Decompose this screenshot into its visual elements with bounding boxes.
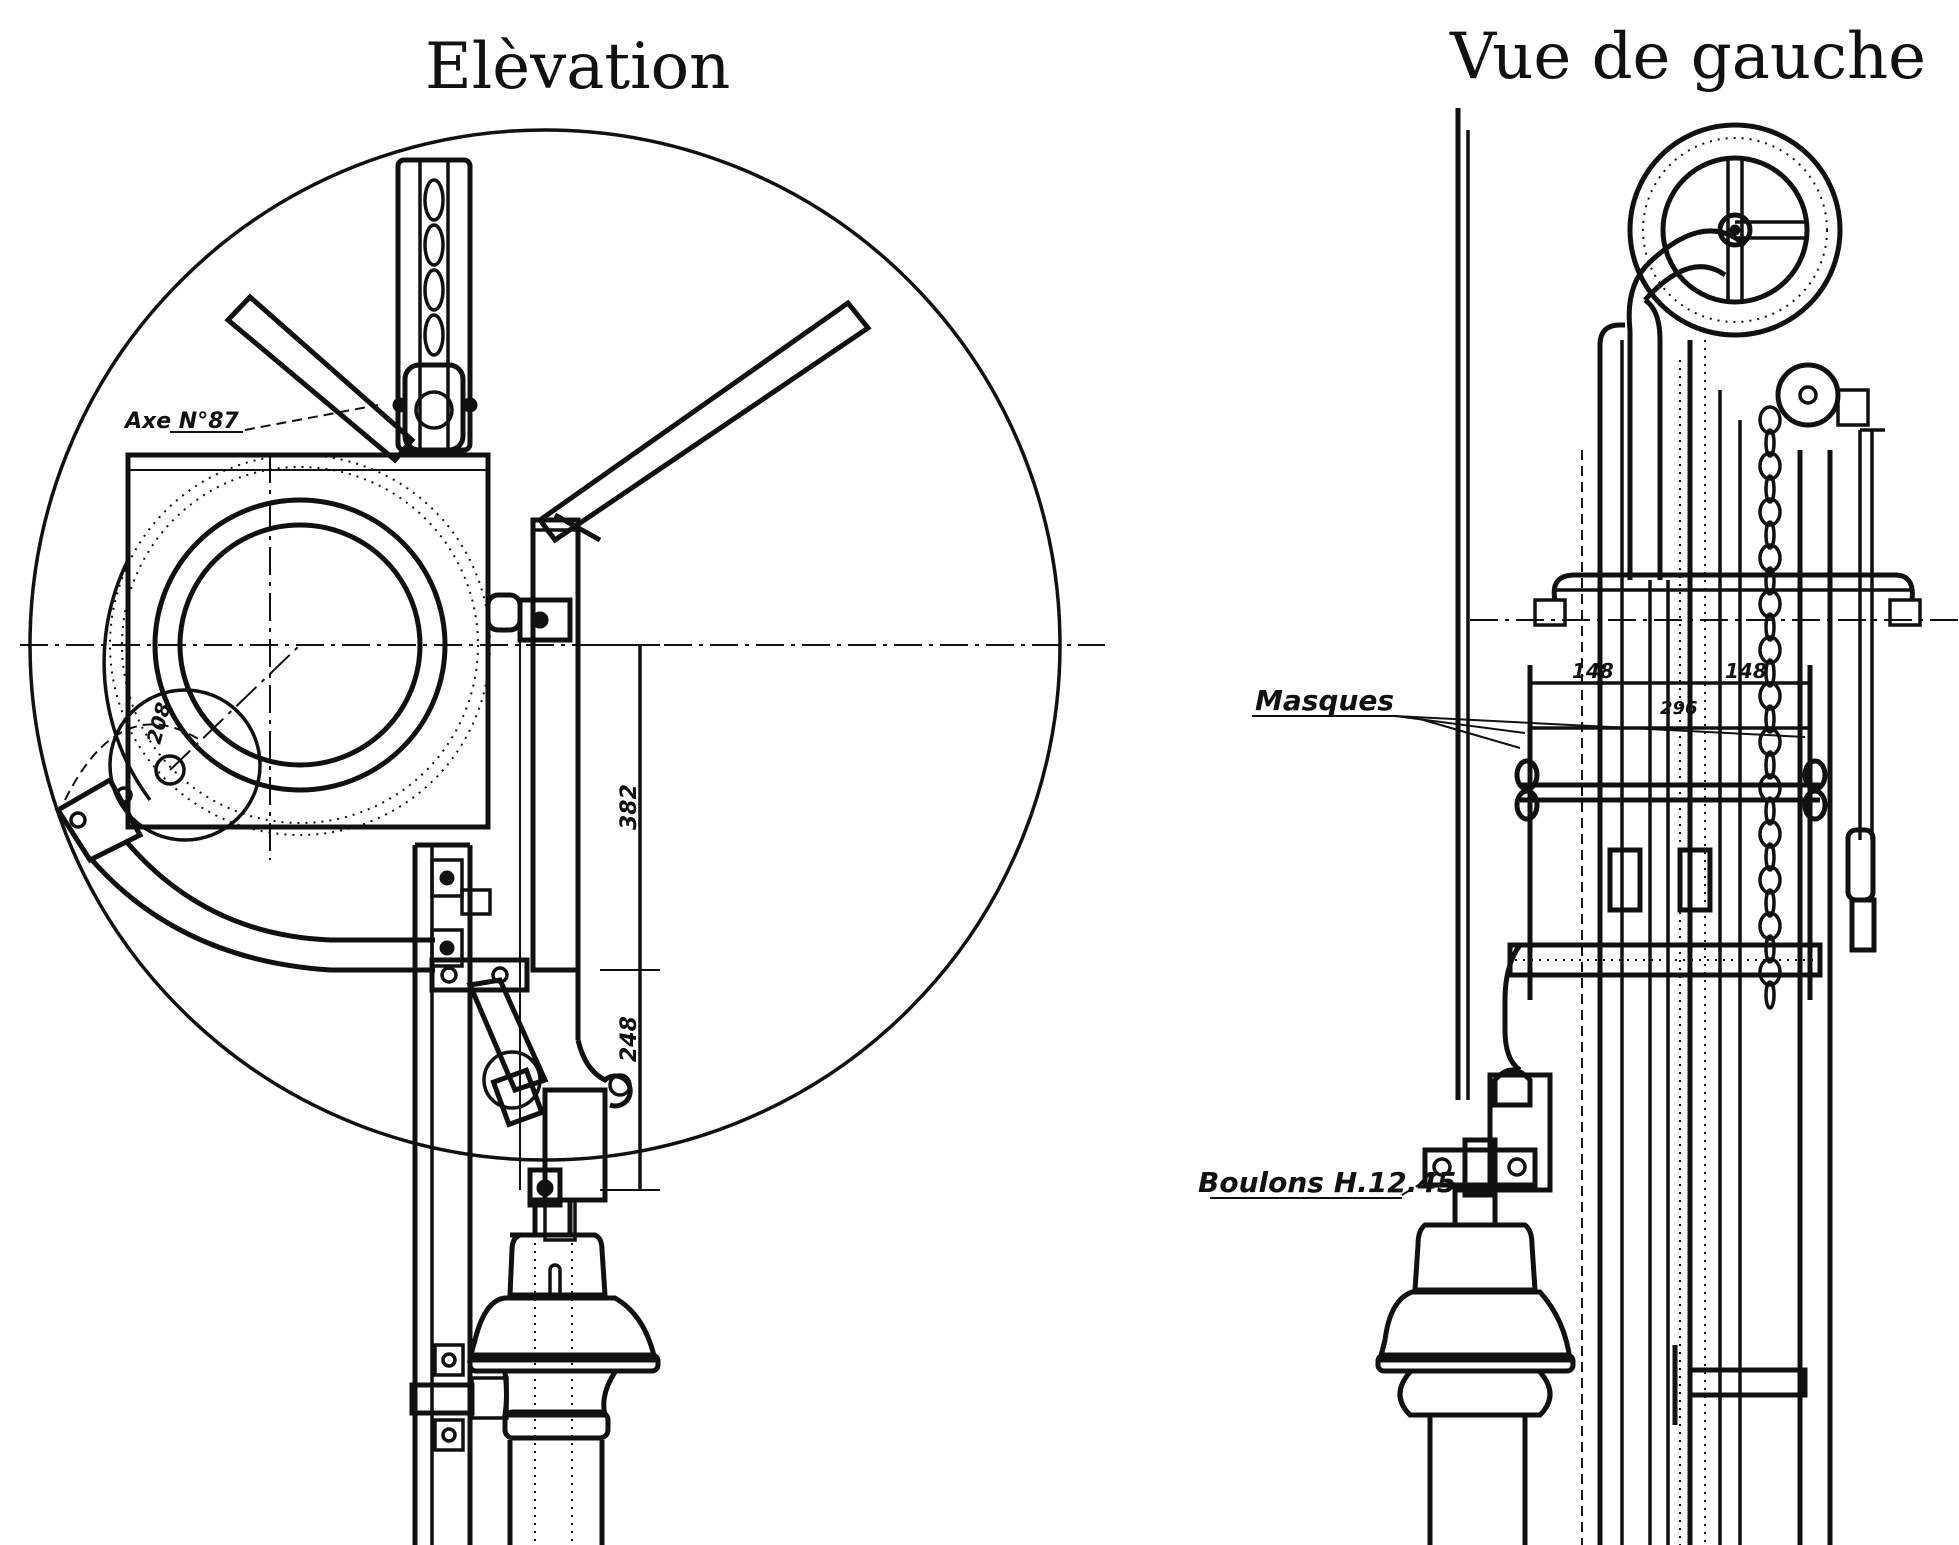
lamp-housing xyxy=(125,452,491,830)
elevation-view: Axe N°87 208 xyxy=(20,128,1105,1545)
chain-link xyxy=(1758,451,1782,481)
chain-link xyxy=(1764,566,1776,596)
dimension-148-left: 148 xyxy=(1572,659,1614,683)
dimension-382: 382 xyxy=(617,784,642,830)
chain-link xyxy=(1758,497,1782,527)
chain-link xyxy=(1764,750,1776,780)
masks-leader-2 xyxy=(1394,715,1806,738)
lamp-bracket xyxy=(1487,1072,1553,1193)
dimension-148-right: 148 xyxy=(1725,659,1767,683)
left-view: 148 148 296 Masques Boulons H.12.45 xyxy=(1198,108,1959,1545)
elevation-title: Elèvation xyxy=(425,30,730,104)
rod-clamp xyxy=(485,592,523,633)
curved-pipe xyxy=(1648,228,1747,264)
top-pulley-chain xyxy=(392,157,478,453)
post-clamp-bottom xyxy=(409,1343,509,1452)
chain-link xyxy=(1758,865,1782,895)
chain-link xyxy=(1758,819,1782,849)
bolt-plate xyxy=(1422,1147,1538,1188)
bolts-label: Boulons H.12.45 xyxy=(1198,1166,1456,1199)
operating-lever xyxy=(466,977,549,1094)
dimension-296: 296 xyxy=(1660,698,1698,719)
cross-arm xyxy=(1533,572,1922,627)
chain-link xyxy=(1764,658,1776,688)
mask-frame xyxy=(1507,665,1828,1000)
chain-link xyxy=(1758,635,1782,665)
chain-link xyxy=(1764,612,1776,642)
chain-link xyxy=(1764,888,1776,918)
chain-link xyxy=(1764,474,1776,504)
dimension-248: 248 xyxy=(617,1016,642,1062)
chain-link xyxy=(1764,520,1776,550)
lower-housing xyxy=(542,1087,608,1203)
spectacle-arm xyxy=(108,688,262,842)
axle-label: Axe N°87 xyxy=(123,409,240,434)
lower-clamp xyxy=(1687,1367,1808,1398)
bracket-arm xyxy=(1502,943,1523,1073)
chain-link xyxy=(1764,428,1776,458)
lens-outer-ring xyxy=(152,497,448,793)
curved-rod xyxy=(90,858,435,973)
chain-link xyxy=(1764,704,1776,734)
chain-link xyxy=(1758,957,1782,987)
post-bolts xyxy=(429,858,530,993)
masks-leader-1 xyxy=(1394,715,1526,734)
radius-dimension: 208 xyxy=(142,700,176,747)
lamp-base-right xyxy=(1375,1187,1576,1545)
chain-link xyxy=(1758,911,1782,941)
hanging-chain xyxy=(1758,405,1782,1010)
lens-inner-ring xyxy=(177,522,423,768)
chain-link xyxy=(1758,405,1782,435)
vertical-rod xyxy=(519,517,633,1190)
chain-link xyxy=(1764,934,1776,964)
lamp-base xyxy=(466,1197,661,1545)
bolts-leader xyxy=(1401,1171,1441,1196)
counterweight-bracket xyxy=(54,776,144,864)
chain-link xyxy=(1764,980,1776,1010)
masks-label: Masques xyxy=(1255,684,1394,717)
vertical-pipes xyxy=(1581,322,1833,1545)
chain-wheel xyxy=(1627,122,1843,338)
axle-leader xyxy=(244,404,379,431)
idler-pulley xyxy=(1775,362,1841,428)
left-view-title: Vue de gauche xyxy=(1449,20,1926,94)
chain-link xyxy=(1764,842,1776,872)
chain-link xyxy=(1758,543,1782,573)
